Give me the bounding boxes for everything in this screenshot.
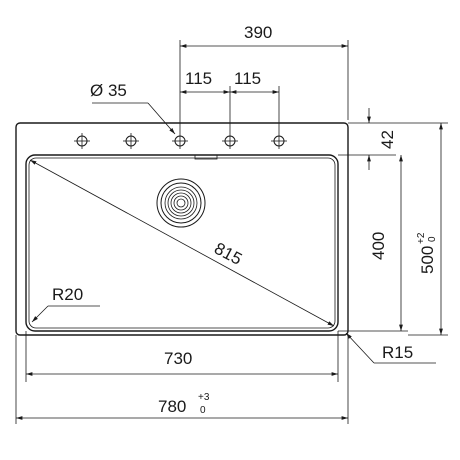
hole-diameter-label: Ø 35	[90, 81, 127, 100]
overall-width-tol-lower: 0	[200, 405, 206, 416]
bowl-width-label: 730	[164, 349, 192, 368]
sink-bowl-inner-edge	[28, 157, 336, 329]
r20-leader-tick	[31, 305, 49, 323]
tap-hole-1-icon	[74, 133, 90, 149]
hole-spacing-1-label: 115	[185, 69, 212, 88]
inner-radius-label: R20	[52, 285, 83, 304]
outer-radius-label: R15	[382, 343, 413, 362]
hole-diameter-leader-tick	[147, 102, 176, 135]
overall-width-tol-upper: +3	[198, 392, 210, 403]
sink-bowl	[25, 154, 339, 332]
overall-depth-tol-lower: 0	[427, 236, 438, 242]
overall-depth-label: 500	[418, 246, 437, 274]
overall-depth-tol-upper: +2	[416, 232, 427, 244]
top-margin-label: 42	[378, 130, 397, 149]
diagonal-dimension-line	[29, 159, 335, 327]
drain-strainer-icon	[156, 178, 206, 228]
r15-leader-tick	[345, 332, 375, 364]
tap-hole-5-icon	[271, 133, 287, 149]
overall-width-label: 780	[158, 397, 186, 416]
sink-outer-rim	[15, 122, 349, 336]
bowl-depth-label: 400	[369, 232, 388, 260]
overall-depth-label-group: 500 +2 0	[416, 232, 438, 274]
overflow-slot	[194, 154, 218, 160]
holes-total-width-label: 390	[244, 23, 272, 42]
tap-hole-4-icon	[222, 133, 238, 149]
diagonal-label: 815	[211, 239, 245, 269]
tap-hole-2-icon	[123, 133, 139, 149]
tap-hole-3-icon	[172, 133, 188, 149]
hole-spacing-2-label: 115	[234, 69, 261, 88]
